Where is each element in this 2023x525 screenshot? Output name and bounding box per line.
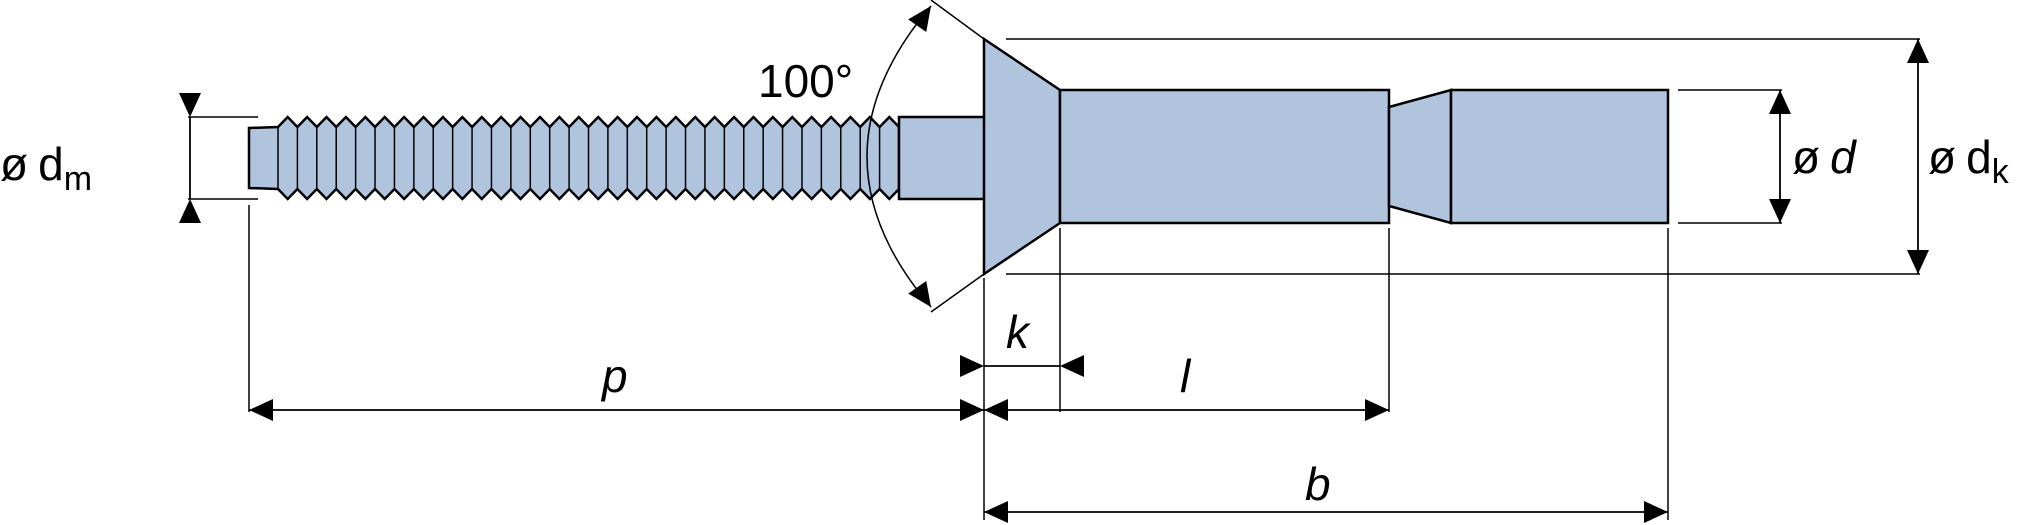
rivet-head <box>982 36 1062 277</box>
label-l: l <box>1180 350 1192 402</box>
mandrel-thread <box>247 115 901 201</box>
label-p: p <box>600 350 628 402</box>
arrowhead-l <box>984 399 1008 421</box>
angle-arc <box>866 5 932 308</box>
arrowhead-dm <box>179 199 201 223</box>
arrowhead-d <box>1769 199 1791 223</box>
rivet-body-end <box>1449 88 1670 225</box>
arrowhead-dm <box>179 93 201 117</box>
label-k: k <box>1006 306 1031 358</box>
arrowhead-p <box>249 399 273 421</box>
rivet-neck <box>1387 88 1453 225</box>
arrowhead-dk <box>1907 39 1929 63</box>
arrowhead-p <box>960 399 984 421</box>
arrowhead-k <box>1060 355 1084 377</box>
arrowhead-k <box>960 355 984 377</box>
extension-lines <box>188 0 1920 520</box>
mandrel-shank <box>897 115 987 201</box>
arrowhead-angle <box>908 6 931 32</box>
arrowhead-angle <box>908 281 931 307</box>
label-b: b <box>1305 458 1331 510</box>
arrowhead-b <box>1644 501 1668 523</box>
arrowhead-d <box>1769 90 1791 114</box>
rivet-body <box>1058 88 1391 225</box>
arrowheads <box>179 6 1929 523</box>
arrowhead-b <box>984 501 1008 523</box>
arrowhead-l <box>1365 399 1389 421</box>
arrowhead-dk <box>1907 250 1929 274</box>
label-angle: 100° <box>758 55 853 107</box>
